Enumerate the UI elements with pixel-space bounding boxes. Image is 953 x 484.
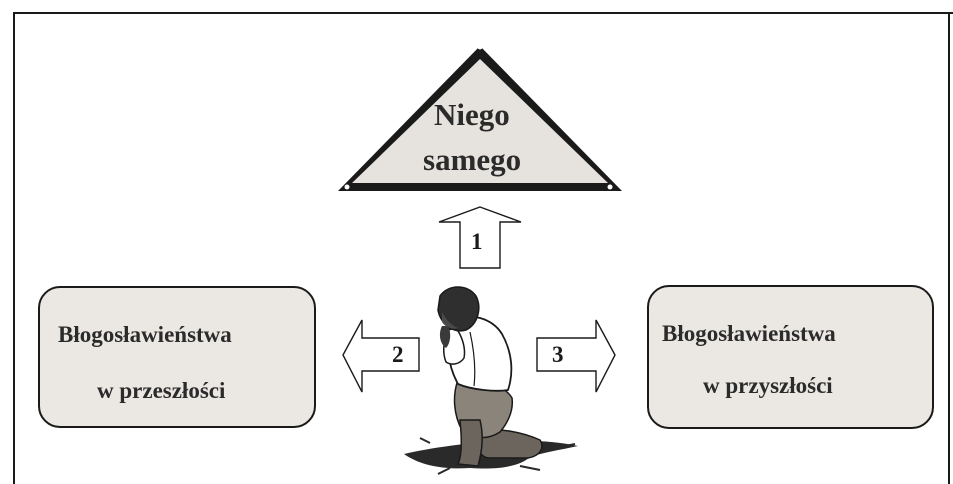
frame-left-border <box>13 12 15 484</box>
future-box-line2: w przyszłości <box>703 373 833 398</box>
future-box-line1: Błogosławieństwa <box>662 321 836 346</box>
arrow-right-number: 3 <box>552 342 564 367</box>
frame-right-border <box>948 12 950 484</box>
frame-top-border <box>14 12 953 14</box>
past-box-line2: w przeszłości <box>97 378 226 403</box>
arrow-up <box>438 206 522 269</box>
arrow-up-number: 1 <box>471 229 483 254</box>
kneeling-praying-person-icon <box>404 286 578 475</box>
past-box-line1: Błogosławieństwa <box>58 322 232 347</box>
triangle-shape <box>338 44 622 191</box>
arrow-left <box>342 319 420 393</box>
triangle-label-line1: Niego <box>434 97 510 132</box>
triangle-label-line2: samego <box>423 142 522 177</box>
arrow-left-number: 2 <box>392 342 404 367</box>
future-blessings-box: Błogosławieństwa w przyszłości <box>647 285 934 429</box>
past-blessings-box: Błogosławieństwa w przeszłości <box>38 286 316 428</box>
arrow-right <box>536 319 616 393</box>
